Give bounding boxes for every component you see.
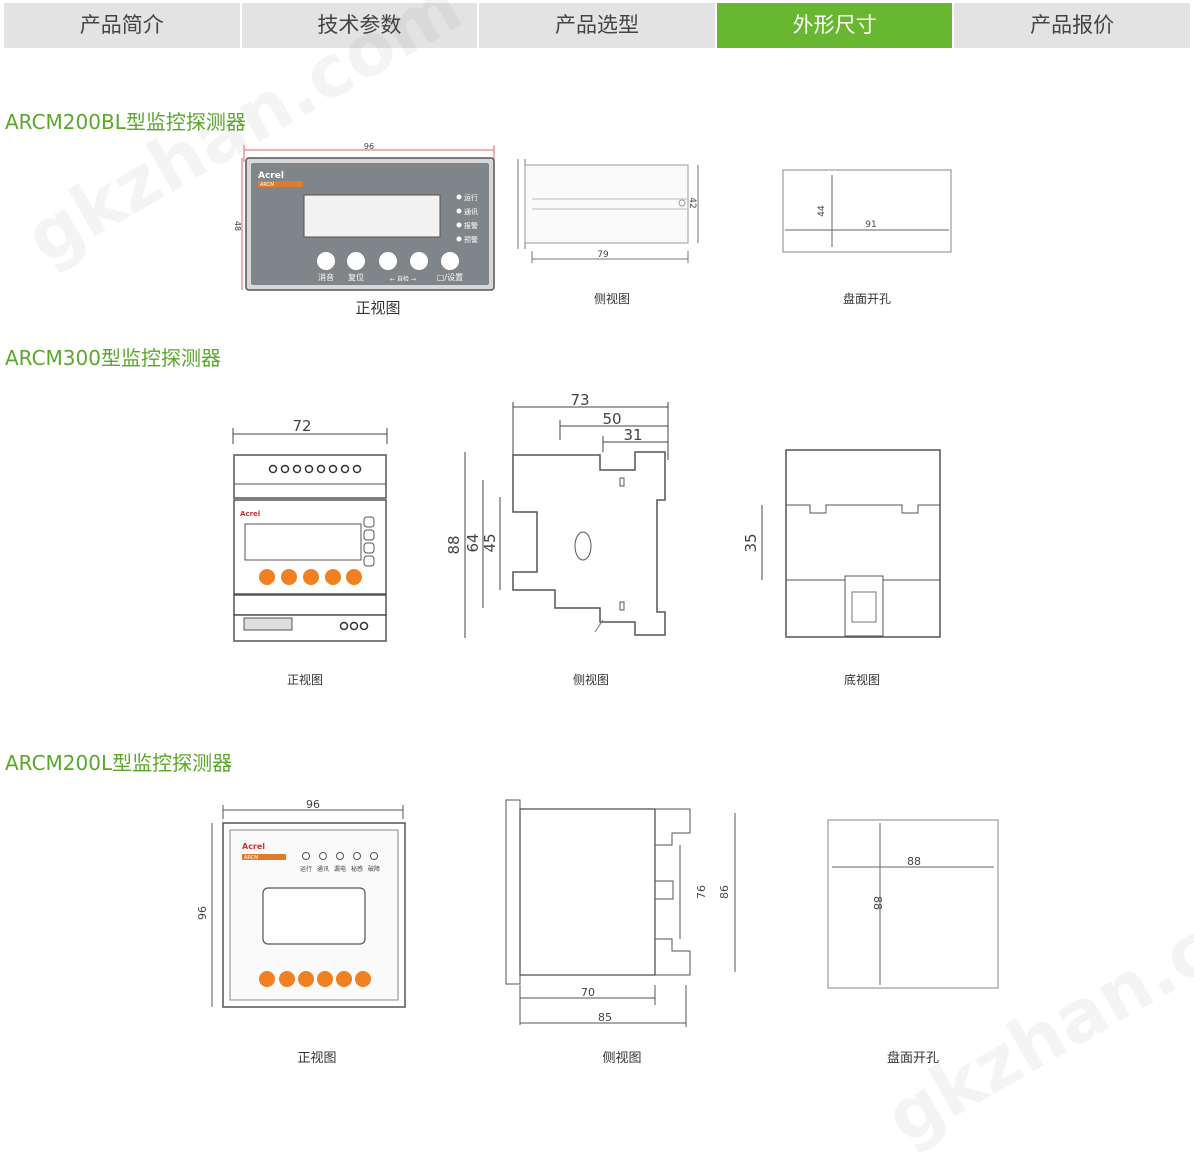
dim-height: 42 <box>687 197 697 208</box>
dim-64: 64 <box>464 533 482 552</box>
caption-side: 侧视图 <box>594 291 630 306</box>
dim-width: 96 <box>306 798 320 811</box>
dim-height: 96 <box>196 906 209 920</box>
tab-quote[interactable]: 产品报价 <box>954 3 1190 48</box>
dim-width: 72 <box>292 417 311 435</box>
arcm200l-front-view: 96 96 Acrel ARCM 运行 通讯 漏电 秘感 破障 正视图 <box>196 798 406 1066</box>
arcm200bl-side-view: 42 79 侧视图 <box>517 159 699 306</box>
brand-logo: Acrel <box>258 171 284 181</box>
caption-side: 侧视图 <box>602 1051 641 1066</box>
caption-cutout: 盘面开孔 <box>887 1050 939 1066</box>
dim-35: 35 <box>742 533 760 552</box>
tab-product-intro[interactable]: 产品简介 <box>4 3 242 48</box>
arcm200bl-front-view: 96 48 Acrel ARCM 运行 通讯 报警 预警 消音 复位 ← 自检 … <box>233 142 495 317</box>
model-label: ARCM <box>260 182 274 188</box>
dim-depth: 79 <box>597 250 609 260</box>
dim-76: 76 <box>695 885 708 899</box>
arcm200bl-cutout: 44 91 盘面开孔 <box>782 169 952 306</box>
caption-front: 正视图 <box>355 299 400 317</box>
dim-width: 96 <box>364 142 374 151</box>
model-label: ARCM <box>244 855 258 861</box>
tab-dimensions[interactable]: 外形尺寸 <box>716 3 955 48</box>
brand-logo: Acrel <box>240 510 260 518</box>
dim-width: 91 <box>865 220 876 230</box>
caption-cutout: 盘面开孔 <box>843 291 891 306</box>
button-label: 复位 <box>348 272 364 282</box>
dim-86: 86 <box>718 885 731 899</box>
dim-31: 31 <box>623 426 642 444</box>
section-title-arcm300: ARCM300型监控探测器 <box>5 346 221 370</box>
dim-45: 45 <box>481 533 499 552</box>
section-title-arcm200bl: ARCM200BL型监控探测器 <box>5 110 246 134</box>
led-label: 秘感 <box>351 865 363 873</box>
brand-logo: Acrel <box>242 842 265 851</box>
arcm200l-cutout: 88 88 盘面开孔 <box>827 819 999 1066</box>
arcm200l-side-view: 76 86 70 85 侧视图 <box>505 799 736 1066</box>
arcm300-front-view: 72 Acrel 正视图 <box>232 417 388 687</box>
arcm300-bottom-view: 35 底视图 <box>742 449 941 687</box>
led-label: 报警 <box>464 221 478 230</box>
tab-tech-params[interactable]: 技术参数 <box>241 3 480 48</box>
tab-bar: 产品简介 技术参数 产品选型 外形尺寸 产品报价 <box>4 3 1190 48</box>
led-label: 运行 <box>300 865 312 873</box>
caption-front: 正视图 <box>297 1051 336 1066</box>
dim-70: 70 <box>581 986 595 999</box>
led-label: 通讯 <box>317 865 329 873</box>
dim-88: 88 <box>445 535 463 554</box>
dim-height: 48 <box>233 221 242 231</box>
dim-73: 73 <box>570 391 589 409</box>
dim-width: 88 <box>907 855 921 868</box>
section-title-arcm200l: ARCM200L型监控探测器 <box>5 751 233 775</box>
led-label: 运行 <box>464 193 478 202</box>
arcm300-side-view: 73 50 31 88 64 45 侧视图 <box>445 391 669 687</box>
dim-50: 50 <box>602 410 621 428</box>
led-label: 预警 <box>464 235 478 244</box>
dim-height: 88 <box>871 896 884 910</box>
button-label: ← 自检 → <box>390 275 416 283</box>
dim-height: 44 <box>817 205 827 217</box>
led-label: 通讯 <box>464 207 478 216</box>
dim-85: 85 <box>598 1011 612 1024</box>
led-label: 破障 <box>368 865 380 873</box>
caption-front: 正视图 <box>287 672 323 687</box>
caption-side: 侧视图 <box>573 672 609 687</box>
caption-bottom: 底视图 <box>844 672 880 687</box>
button-label: □/设置 <box>437 272 463 282</box>
button-label: 消音 <box>318 272 334 282</box>
tab-product-selection[interactable]: 产品选型 <box>479 3 717 48</box>
led-label: 漏电 <box>334 865 346 873</box>
